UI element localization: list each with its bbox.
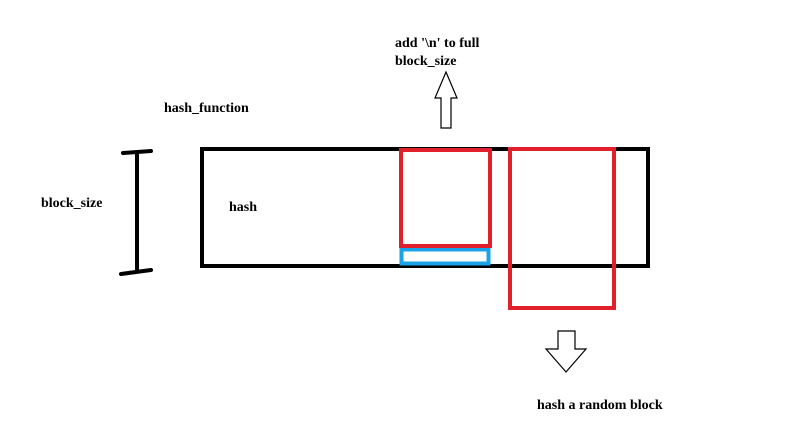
hash-label: hash <box>229 200 258 215</box>
padding-note-line2: block_size <box>395 54 457 69</box>
arrow-down-icon <box>544 330 588 373</box>
padding-strip <box>399 247 491 266</box>
arrow-up-icon <box>434 70 458 129</box>
random-block-highlight <box>508 147 616 310</box>
padding-note-line1: add '\n' to full <box>395 36 480 51</box>
remaining-block-highlight <box>399 148 492 248</box>
hash-function-label: hash_function <box>164 101 249 116</box>
random-block-note: hash a random block <box>537 398 663 413</box>
padding-note: add '\n' to full block_size <box>395 35 479 71</box>
block-size-label: block_size <box>41 196 103 211</box>
dimension-bracket-icon <box>119 149 153 276</box>
